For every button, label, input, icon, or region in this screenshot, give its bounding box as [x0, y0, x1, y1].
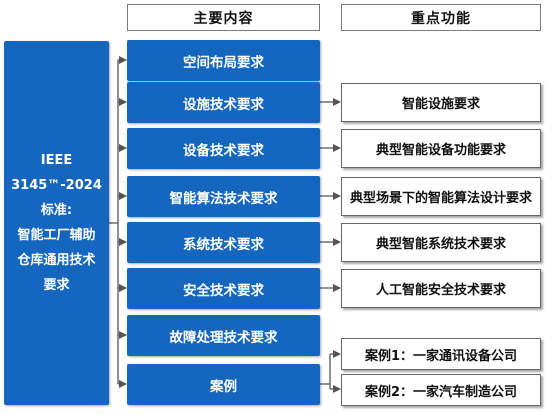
standard-line-2: 3145™-2024	[11, 178, 102, 193]
standard-line-5: 仓库通用技术	[17, 253, 96, 268]
content-facility-tech: 设施技术要求	[127, 82, 320, 123]
case-2: 案例2：一家汽车制造公司	[341, 374, 541, 406]
standard-line-6: 要求	[43, 278, 70, 293]
content-equipment-tech: 设备技术要求	[127, 128, 320, 169]
case-1: 案例1：一家通讯设备公司	[341, 338, 541, 370]
header-main-content: 主要内容	[127, 4, 320, 31]
function-smart-equipment: 典型智能设备功能要求	[341, 129, 541, 168]
header-key-functions: 重点功能	[341, 4, 541, 31]
content-security-tech: 安全技术要求	[127, 268, 320, 309]
function-algorithm-design: 典型场景下的智能算法设计要求	[341, 177, 541, 216]
standard-line-3: 标准:	[40, 203, 73, 218]
content-system-tech: 系统技术要求	[127, 222, 320, 263]
content-spatial-layout: 空间布局要求	[127, 40, 320, 81]
function-smart-system: 典型智能系统技术要求	[341, 223, 541, 262]
content-algorithm-tech: 智能算法技术要求	[127, 176, 320, 217]
function-smart-facility: 智能设施要求	[341, 83, 541, 122]
standard-box: IEEE 3145™-2024 标准: 智能工厂辅助 仓库通用技术 要求	[4, 41, 109, 405]
standard-line-4: 智能工厂辅助	[17, 228, 96, 243]
content-cases: 案例	[127, 364, 320, 405]
standard-line-1: IEEE	[40, 153, 73, 168]
function-ai-security: 人工智能安全技术要求	[341, 269, 541, 308]
content-fault-handling: 故障处理技术要求	[127, 315, 320, 356]
